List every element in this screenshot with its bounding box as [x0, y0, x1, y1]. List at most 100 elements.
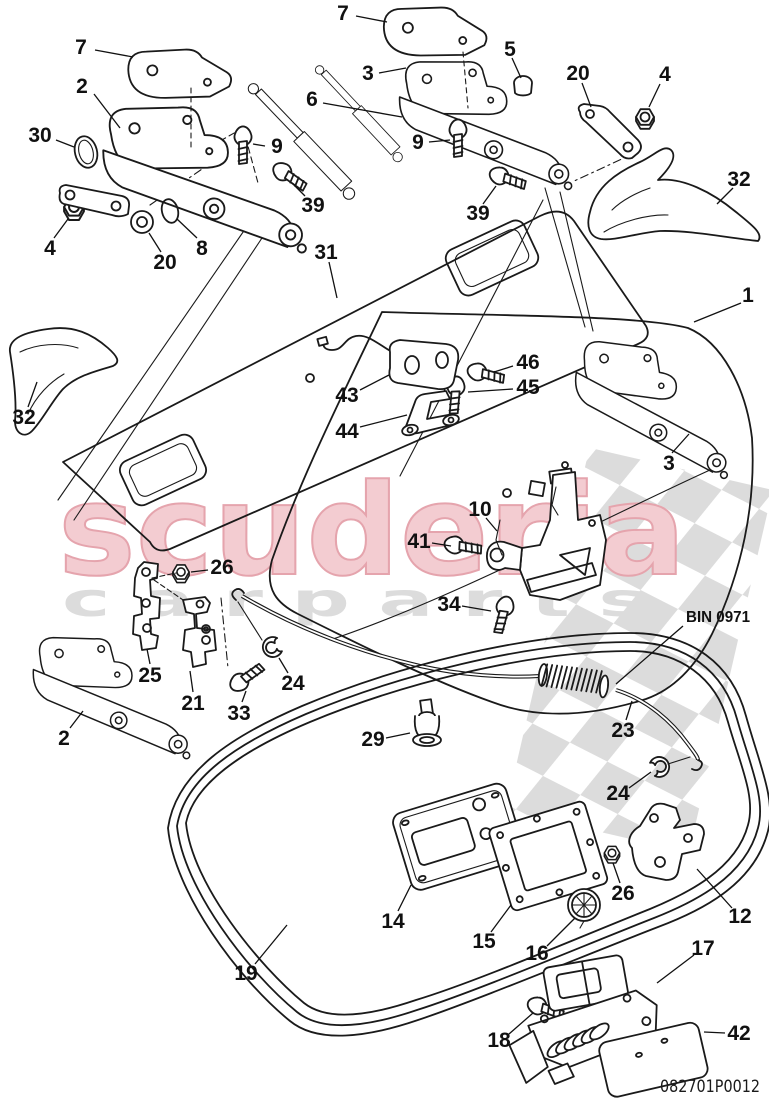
callout-33: 33: [227, 702, 250, 725]
trim-32-right: [587, 147, 761, 242]
callout-30: 30: [28, 124, 51, 147]
callout-44: 44: [335, 420, 359, 443]
clip-24-left: [259, 634, 284, 661]
hinge-rail-top-right: [390, 53, 586, 191]
clip-24-left-pointer: [237, 601, 263, 641]
callout-leader-23: [625, 700, 633, 721]
callout-leader-46: [493, 365, 514, 373]
callout-leader-20: [581, 82, 592, 108]
callout-leader-43: [359, 374, 390, 391]
callout-25: 25: [138, 664, 162, 687]
bracket-21: [182, 596, 229, 669]
sealing-ring-30: [73, 135, 99, 169]
screw-33: [225, 658, 268, 696]
hinge-assembly-bottom-left: [22, 629, 206, 760]
line-art: [9, 0, 769, 1098]
callout-leader-15: [490, 904, 512, 933]
callout-23: 23: [611, 719, 634, 742]
callout-41: 41: [407, 530, 431, 553]
callout-9: 9: [271, 135, 283, 158]
watermark: scuderia c a r p a r t s: [57, 447, 769, 853]
callout-leader-9: [252, 143, 266, 147]
callout-45: 45: [516, 376, 540, 399]
screw-39-left: [268, 158, 311, 196]
part-number: 082701P0012: [660, 1077, 760, 1097]
callout-20: 20: [566, 62, 589, 85]
callout-9: 9: [412, 131, 424, 154]
gas-strut-right: [311, 65, 407, 163]
callout-34: 34: [437, 593, 461, 616]
callout-18: 18: [487, 1029, 511, 1052]
callout-leader-18: [508, 1012, 534, 1035]
callout-7: 7: [75, 36, 87, 59]
callout-24: 24: [606, 782, 630, 805]
callout-2: 2: [58, 727, 70, 750]
link-arm-20-right: [577, 103, 642, 160]
nut-26-right: [603, 845, 621, 864]
callout-leader-20: [148, 232, 162, 253]
callout-3: 3: [663, 452, 675, 475]
callout-19: 19: [234, 962, 257, 985]
callout-31: 31: [314, 241, 338, 264]
plate-14: [392, 782, 526, 891]
bin-code: BIN 0971: [686, 609, 750, 626]
callout-leader-42: [703, 1031, 726, 1034]
pad-42: [598, 1021, 709, 1098]
callout-leader-7: [94, 49, 134, 58]
callout-12: 12: [728, 905, 751, 928]
callout-leader-32: [27, 381, 38, 408]
callout-leader-7: [355, 15, 388, 23]
screw-9-left: [233, 125, 253, 165]
callout-leader-3: [671, 433, 690, 454]
callout-leader-44: [359, 414, 408, 428]
latch-10: [486, 467, 607, 601]
boot-seal-19: [167, 632, 769, 1037]
callout-leader-39: [291, 182, 306, 197]
gasket-15: [488, 800, 609, 912]
nut-26-left: [172, 564, 190, 584]
callout-leader-21: [189, 670, 194, 693]
callout-43: 43: [335, 384, 358, 407]
lid-outer-panel: [62, 210, 649, 552]
callout-leader-3: [378, 67, 407, 74]
callout-leader-31: [328, 261, 338, 299]
callout-leader-8: [176, 218, 198, 239]
clip-24-right-pointer: [667, 756, 691, 765]
callout-3: 3: [362, 62, 374, 85]
callout-leader-4: [53, 218, 69, 239]
callout-39: 39: [466, 202, 489, 225]
callout-leader-16: [546, 917, 576, 947]
callout-leader-45: [467, 388, 514, 393]
callout-leader-33: [241, 690, 247, 703]
callout-10: 10: [468, 498, 491, 521]
cap-5: [513, 75, 533, 97]
callout-leader-12: [696, 868, 733, 909]
callout-29: 29: [361, 728, 384, 751]
callout-4: 4: [44, 237, 56, 260]
alignment-dash-right: [462, 51, 469, 109]
callout-leader-19: [254, 924, 288, 965]
callout-leader-2: [69, 710, 84, 729]
callout-20: 20: [153, 251, 176, 274]
mounting-bracket-top-left: [124, 42, 235, 106]
bin-leader: [615, 625, 684, 685]
callout-leader-6: [322, 102, 403, 118]
callout-46: 46: [516, 351, 539, 374]
callout-leader-1: [693, 302, 742, 323]
callout-leader-9: [428, 139, 451, 143]
callout-42: 42: [727, 1022, 750, 1045]
callout-26: 26: [611, 882, 634, 905]
release-cable-23: [231, 588, 703, 772]
washer-8: [160, 198, 180, 224]
callout-21: 21: [181, 692, 205, 715]
trim-32-left: [9, 327, 119, 436]
boot-latch-17: [508, 954, 658, 1085]
callout-15: 15: [472, 930, 496, 953]
callout-leader-4: [648, 83, 661, 108]
callout-leader-26: [612, 862, 621, 884]
callout-leader-24: [278, 657, 289, 674]
callout-leader-14: [397, 884, 412, 912]
callout-leader-29: [385, 732, 411, 739]
